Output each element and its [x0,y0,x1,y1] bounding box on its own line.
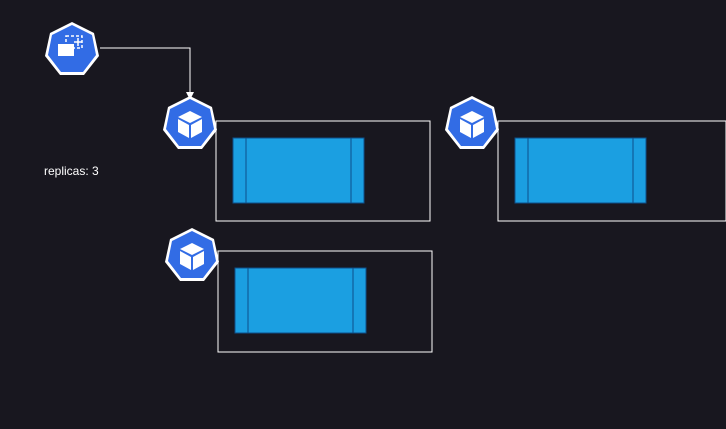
container-block-1 [232,137,365,204]
replicas-label: replicas: 3 [44,164,99,178]
pod-frame-3 [217,250,433,353]
pod-frame-2 [497,120,726,222]
pod-icon-1 [163,96,217,149]
replicaset-icon [45,22,99,75]
pod-icon-3 [165,228,219,281]
pod-icon-2 [445,96,499,149]
container-block-3 [234,267,367,334]
container-block-2 [514,137,647,204]
pod-frame-1 [215,120,431,222]
controller-to-pod-arrow [100,47,194,100]
